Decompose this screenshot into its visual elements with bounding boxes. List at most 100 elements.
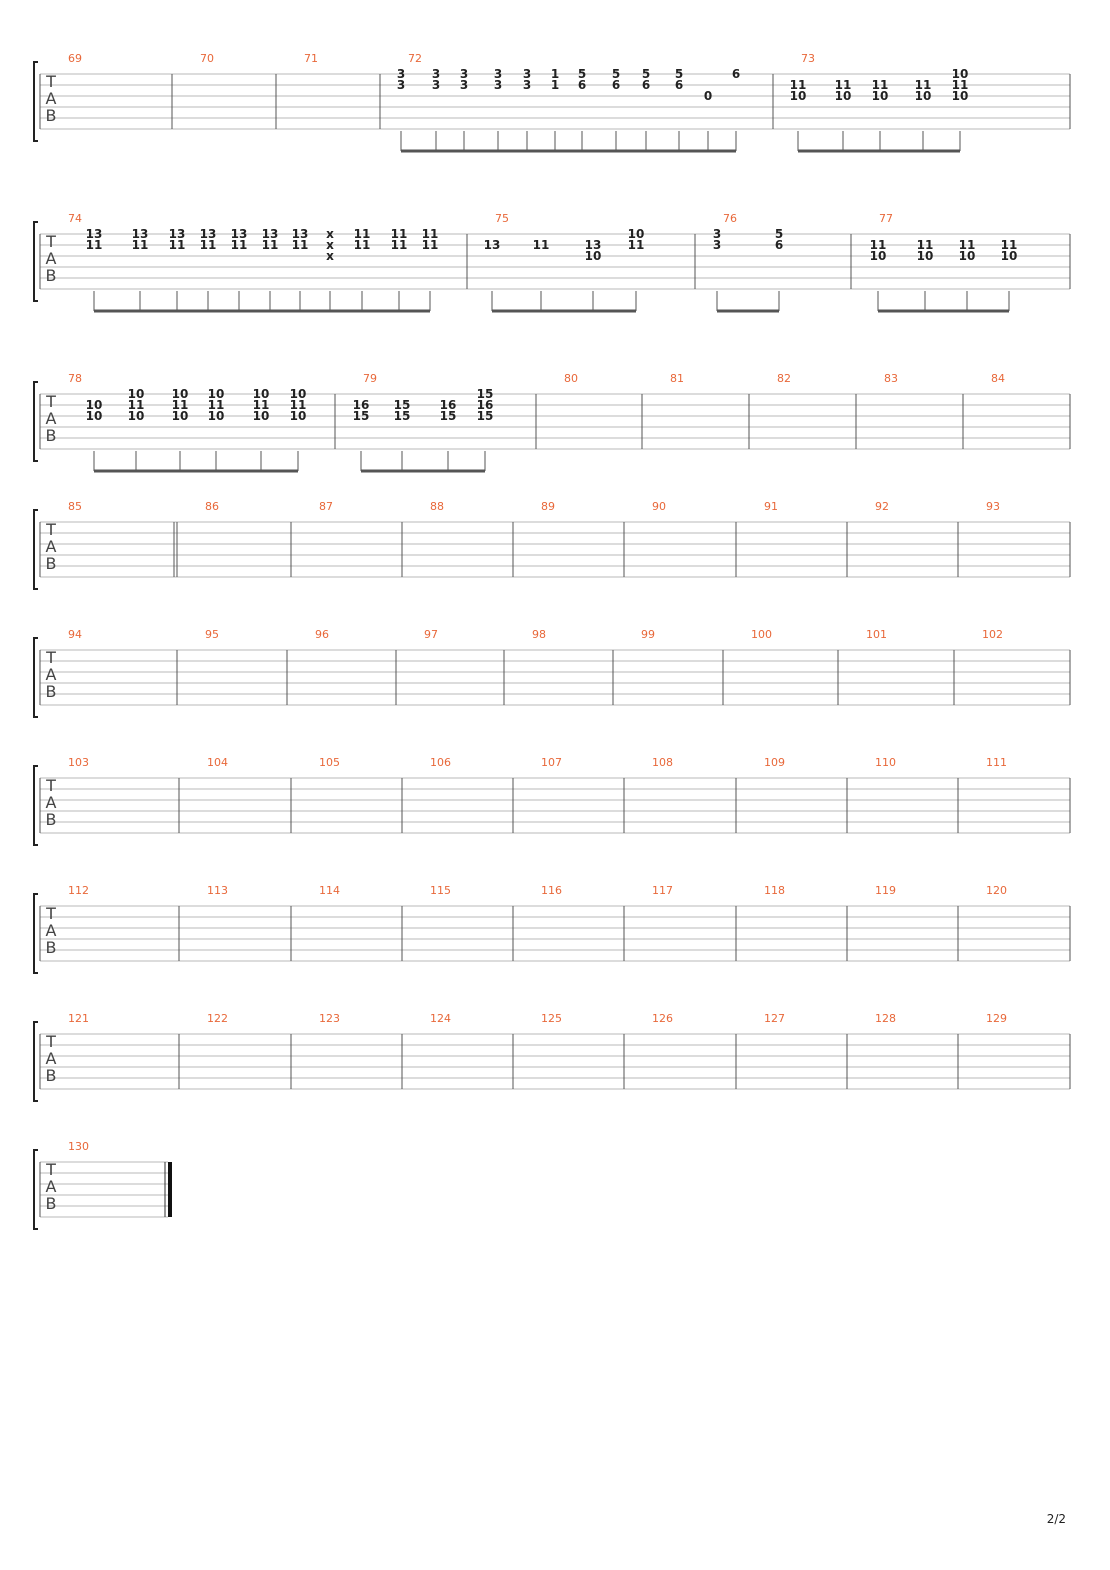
system-bracket (33, 765, 38, 846)
fret-number: 11 (354, 238, 371, 252)
fret-number: 10 (1001, 249, 1018, 263)
tab-clef-letter: B (46, 106, 57, 125)
fret-number: 3 (460, 78, 468, 92)
fret-number: 10 (128, 387, 145, 401)
fret-number: 10 (835, 89, 852, 103)
measure-number: 96 (315, 628, 329, 641)
tab-clef-letter: T (45, 232, 56, 251)
fret-number: 10 (915, 89, 932, 103)
fret-number: 10 (86, 398, 103, 412)
measure-number: 125 (541, 1012, 562, 1025)
fret-number: 13 (132, 227, 149, 241)
measure-number: 99 (641, 628, 655, 641)
measure-number: 82 (777, 372, 791, 385)
tab-clef-letter: B (46, 682, 57, 701)
fret-number: 10 (208, 387, 225, 401)
fret-number: 11 (870, 238, 887, 252)
fret-number: 3 (713, 238, 721, 252)
measure-number: 92 (875, 500, 889, 513)
measure-number: 102 (982, 628, 1003, 641)
fret-number: 3 (432, 78, 440, 92)
fret-number: 10 (172, 387, 189, 401)
measure-number: 74 (68, 212, 82, 225)
fret-number: 10 (128, 409, 145, 423)
fret-number: 10 (917, 249, 934, 263)
measure-number: 116 (541, 884, 562, 897)
fret-number: 10 (952, 89, 969, 103)
measure-number: 78 (68, 372, 82, 385)
fret-number: 10 (870, 249, 887, 263)
measure-number: 110 (875, 756, 896, 769)
tab-clef-letter: T (45, 520, 56, 539)
tab-system: TAB7810101011101011101011101011101011107… (33, 372, 1071, 473)
fret-number: 10 (290, 387, 307, 401)
fret-number: 6 (732, 67, 740, 81)
measure-number: 83 (884, 372, 898, 385)
fret-number: 3 (523, 67, 531, 81)
measure-number: 100 (751, 628, 772, 641)
fret-number: 6 (578, 78, 586, 92)
measure-number: 104 (207, 756, 228, 769)
measure-number: 107 (541, 756, 562, 769)
fret-number: 10 (253, 409, 270, 423)
fret-number: 15 (353, 409, 370, 423)
measure-number: 118 (764, 884, 785, 897)
tab-system: TAB741311131113111311131113111311xxx1111… (33, 212, 1071, 313)
tab-clef-letter: B (46, 938, 57, 957)
tab-clef-letter: T (45, 1160, 56, 1179)
measure-number: 87 (319, 500, 333, 513)
fret-number: 11 (354, 227, 371, 241)
fret-number: 11 (231, 238, 248, 252)
measure-number: 120 (986, 884, 1007, 897)
measure-number: 128 (875, 1012, 896, 1025)
tab-clef-letter: A (46, 793, 57, 812)
measure-number: 117 (652, 884, 673, 897)
fret-number: 10 (86, 409, 103, 423)
fret-number: 11 (628, 238, 645, 252)
tab-clef-letter: A (46, 1049, 57, 1068)
measure-number: 109 (764, 756, 785, 769)
system-bracket (33, 1149, 38, 1230)
fret-number: 11 (391, 227, 408, 241)
fret-number: 11 (422, 227, 439, 241)
fret-number: 3 (494, 78, 502, 92)
fret-number: 5 (612, 67, 620, 81)
measure-number: 103 (68, 756, 89, 769)
measure-number: 70 (200, 52, 214, 65)
fret-number: 3 (494, 67, 502, 81)
fret-number: 13 (86, 227, 103, 241)
measure-number: 105 (319, 756, 340, 769)
tab-clef-letter: B (46, 266, 57, 285)
fret-number: 15 (440, 409, 457, 423)
fret-number: 11 (208, 398, 225, 412)
fret-number: 11 (959, 238, 976, 252)
system-bracket (33, 893, 38, 974)
fret-number: 10 (628, 227, 645, 241)
fret-number: 3 (713, 227, 721, 241)
fret-number: 10 (952, 67, 969, 81)
measure-number: 76 (723, 212, 737, 225)
tab-clef-letter: T (45, 904, 56, 923)
fret-number: 16 (353, 398, 370, 412)
fret-number: 13 (484, 238, 501, 252)
fret-number: 0 (704, 89, 712, 103)
fret-number: 3 (397, 67, 405, 81)
measure-number: 94 (68, 628, 82, 641)
measure-number: 71 (304, 52, 318, 65)
fret-number: 3 (523, 78, 531, 92)
fret-number: 11 (128, 398, 145, 412)
measure-number: 85 (68, 500, 82, 513)
fret-number: 11 (422, 238, 439, 252)
fret-number: 11 (86, 238, 103, 252)
tab-clef-letter: T (45, 1032, 56, 1051)
fret-number: 11 (917, 238, 934, 252)
fret-number: 11 (292, 238, 309, 252)
measure-number: 91 (764, 500, 778, 513)
measure-number: 93 (986, 500, 1000, 513)
system-bracket (33, 1021, 38, 1102)
measure-number: 121 (68, 1012, 89, 1025)
